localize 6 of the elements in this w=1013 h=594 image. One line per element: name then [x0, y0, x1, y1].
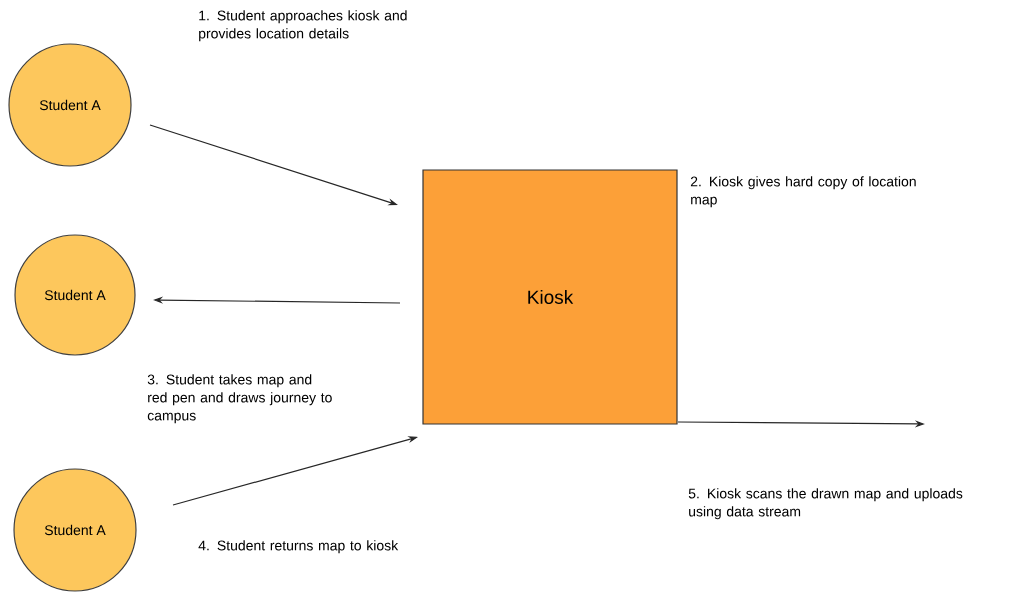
kiosk-box: Kiosk	[422, 169, 678, 425]
step-note: 3. Student takes map and red pen and draws journey to campus	[147, 374, 332, 424]
step-note: 5. Kiosk scans the drawn map and uploads using data stream	[688, 488, 963, 520]
step-note: 4. Student returns map to kiosk	[198, 540, 399, 554]
step-note: 2. Kiosk gives hard copy of location map	[690, 176, 916, 208]
step-note: 1. Student approaches kiosk and provides location details	[199, 10, 407, 42]
